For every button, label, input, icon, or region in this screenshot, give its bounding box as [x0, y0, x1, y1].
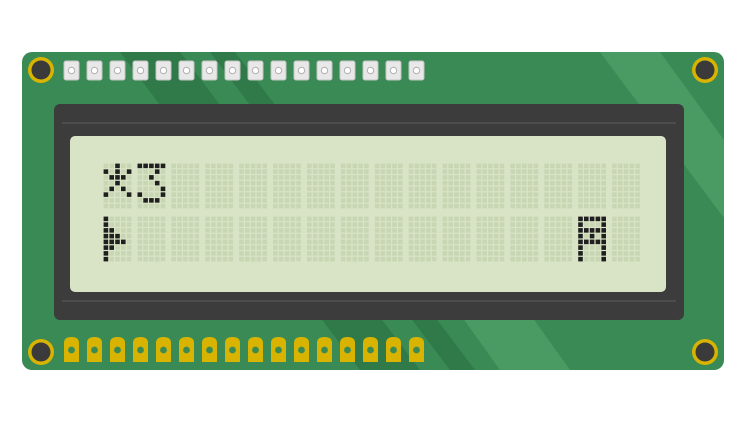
- top-pin-6: [178, 60, 195, 81]
- bottom-pin-9: [248, 337, 263, 362]
- lcd-char-cell: [442, 216, 471, 262]
- lcd-char-cell: [476, 163, 505, 209]
- lcd-char-cell: [307, 216, 335, 262]
- character-grid: [103, 163, 640, 262]
- mounting-holes: [28, 57, 718, 365]
- bottom-pin-15: [386, 337, 401, 362]
- bottom-pin-1: [64, 337, 79, 362]
- lcd-char-cell: [307, 163, 335, 209]
- top-pin-4: [132, 60, 149, 81]
- lcd-char-cell: [137, 216, 166, 262]
- lcd-char-cell: [374, 163, 403, 209]
- bottom-pin-11: [294, 337, 309, 362]
- top-pin-14: [362, 60, 379, 81]
- bottom-pin-12: [317, 337, 332, 362]
- top-pin-13: [339, 60, 356, 81]
- lcd-char-custom-glyph-a: [103, 163, 132, 209]
- mounting-hole-0: [31, 60, 51, 80]
- lcd-char-cell: [612, 216, 640, 262]
- lcd-char-cell: [510, 216, 539, 262]
- top-pin-9: [247, 60, 264, 81]
- lcd-char-cell: [205, 216, 234, 262]
- lcd-char-cell: [578, 163, 606, 209]
- lcd-char-cell: [476, 216, 505, 262]
- top-pin-1: [63, 60, 80, 81]
- lcd-char-cell: [340, 216, 369, 262]
- lcd-char-custom-glyph-c: [578, 216, 606, 262]
- lcd-char-cell: [408, 216, 437, 262]
- top-pin-8: [224, 60, 241, 81]
- lcd-char-cell: [205, 163, 234, 209]
- lcd-char-cell: [612, 163, 640, 209]
- top-pin-11: [293, 60, 310, 81]
- bottom-pin-8: [225, 337, 240, 362]
- bottom-pin-5: [156, 337, 171, 362]
- bottom-pin-6: [179, 337, 194, 362]
- lcd-char-cell: [442, 163, 471, 209]
- top-pin-3: [109, 60, 126, 81]
- lcd-char-cell: [544, 163, 573, 209]
- top-pin-15: [385, 60, 402, 81]
- lcd-char-3: [137, 163, 166, 209]
- top-pin-2: [86, 60, 103, 81]
- bottom-pin-3: [110, 337, 125, 362]
- lcd-char-cell: [273, 163, 301, 209]
- lcd-char-cell: [239, 216, 267, 262]
- lcd-char-cell: [239, 163, 267, 209]
- top-pin-header: [63, 60, 425, 81]
- mounting-hole-3: [695, 342, 715, 362]
- lcd-char-cell: [171, 163, 200, 209]
- top-pin-10: [270, 60, 287, 81]
- top-pin-12: [316, 60, 333, 81]
- bottom-pin-16: [409, 337, 424, 362]
- lcd-char-cell: [340, 163, 369, 209]
- bottom-pin-10: [271, 337, 286, 362]
- lcd-char-cell: [273, 216, 301, 262]
- lcd-char-cell: [510, 163, 539, 209]
- lcd-char-cell: [374, 216, 403, 262]
- top-pin-16: [408, 60, 425, 81]
- bottom-pin-13: [340, 337, 355, 362]
- lcd-char-cell: [408, 163, 437, 209]
- lcd-screen: [70, 136, 666, 292]
- bottom-pin-2: [87, 337, 102, 362]
- bottom-pin-4: [133, 337, 148, 362]
- top-pin-7: [201, 60, 218, 81]
- mounting-hole-1: [695, 60, 715, 80]
- lcd-char-cell: [544, 216, 573, 262]
- bottom-pin-7: [202, 337, 217, 362]
- bottom-pin-14: [363, 337, 378, 362]
- lcd-char-custom-glyph-b: [103, 216, 132, 262]
- bottom-pin-header: [64, 337, 424, 362]
- mounting-hole-2: [31, 342, 51, 362]
- lcd-char-cell: [171, 216, 200, 262]
- top-pin-5: [155, 60, 172, 81]
